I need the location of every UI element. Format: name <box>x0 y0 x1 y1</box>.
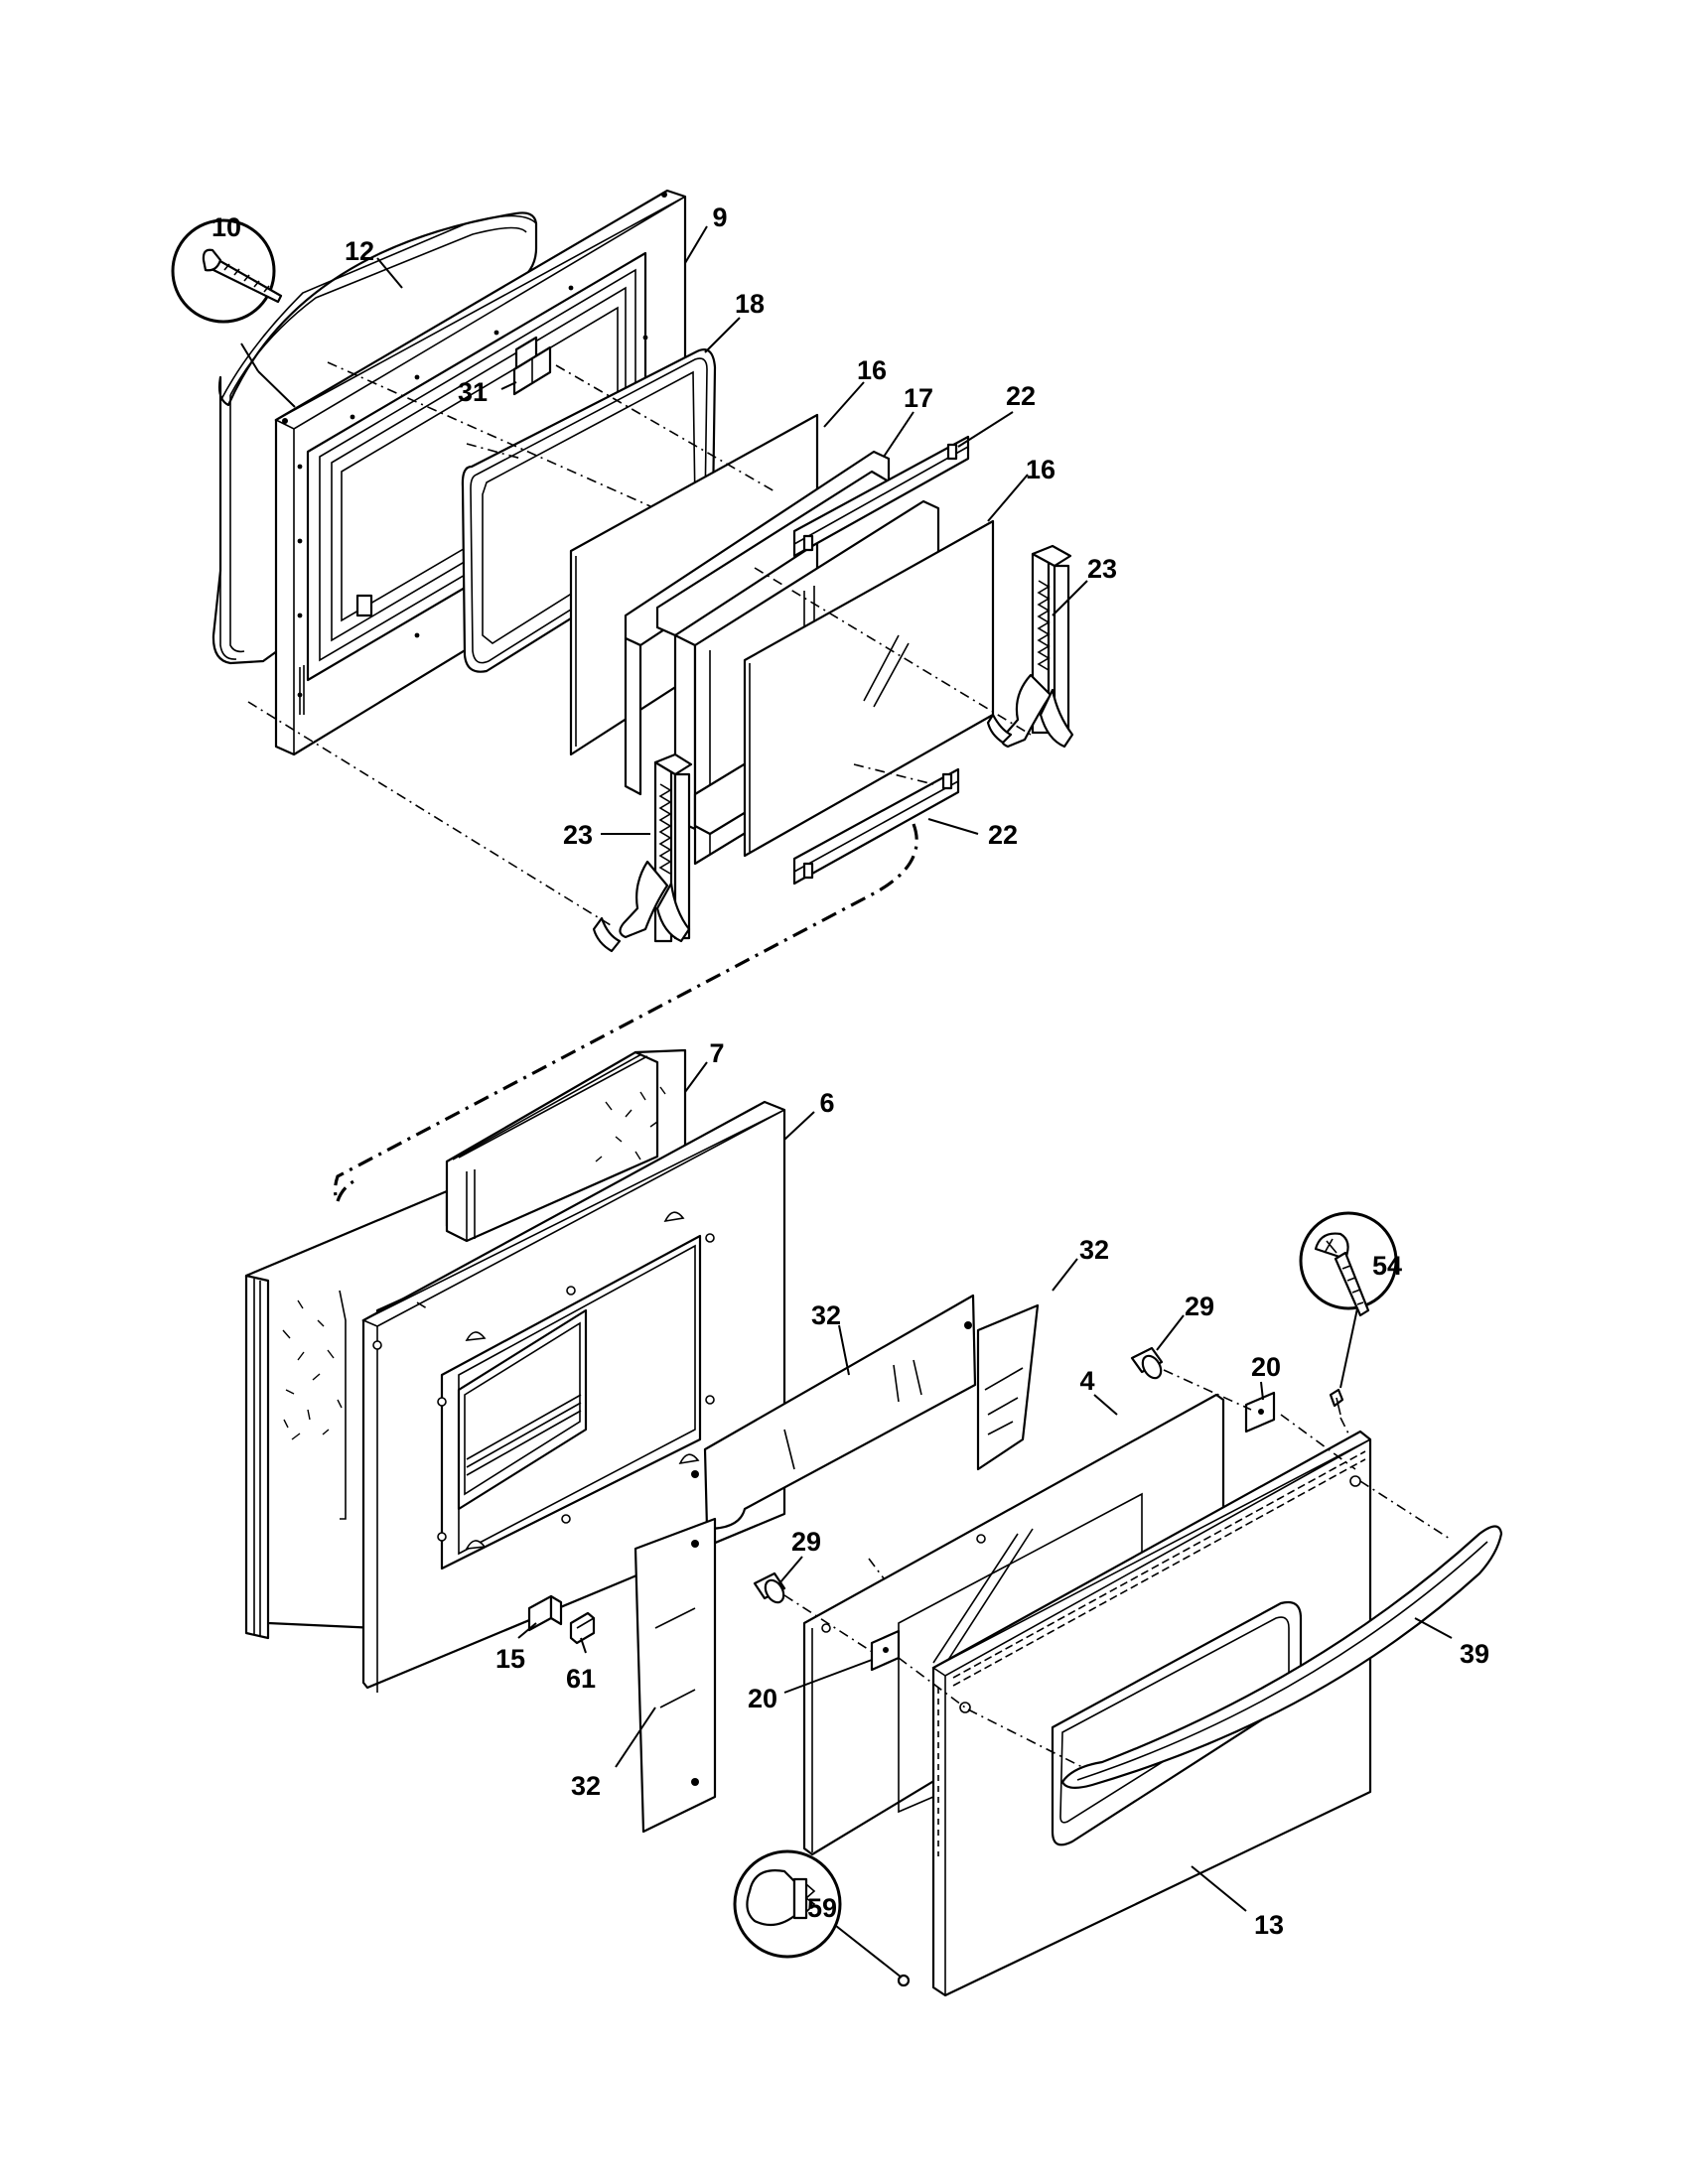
callout-16-upper-left: 16 <box>857 355 887 385</box>
part-39-handle <box>1060 1525 1503 1789</box>
callout-32-upper-left: 32 <box>811 1300 841 1330</box>
callout-17: 17 <box>904 383 933 413</box>
callout-9: 9 <box>712 203 727 232</box>
part-13-outer-door-panel <box>931 1430 1372 1997</box>
callout-23-right: 23 <box>1087 554 1117 584</box>
part-29-spacer-upper <box>1130 1346 1164 1380</box>
callout-20-lower: 20 <box>748 1684 777 1713</box>
callout-29-lower: 29 <box>791 1527 821 1557</box>
part-7-insulation <box>244 1048 687 1640</box>
part-23-hinge-right <box>986 544 1074 749</box>
callout-59: 59 <box>807 1893 837 1923</box>
callout-6: 6 <box>819 1088 834 1118</box>
part-22-glass-retainer-top <box>792 435 970 558</box>
part-32-insulation-strip-right <box>976 1303 1040 1471</box>
callout-23-left: 23 <box>563 820 593 850</box>
part-23-hinge-left <box>592 752 693 953</box>
callout-15: 15 <box>495 1644 525 1674</box>
part-29-spacer-lower <box>753 1571 786 1604</box>
callout-13: 13 <box>1254 1910 1284 1940</box>
callout-32-upper-right: 32 <box>1079 1235 1109 1265</box>
callout-18: 18 <box>735 289 765 319</box>
part-22-glass-retainer-bottom <box>792 767 960 886</box>
callout-39: 39 <box>1460 1639 1489 1669</box>
part-54-screw <box>1329 1388 1344 1416</box>
inset-10-screw <box>171 218 296 408</box>
frame-holes <box>372 1211 715 1550</box>
leader-lines <box>376 225 1453 1912</box>
callout-29-upper: 29 <box>1185 1292 1214 1321</box>
callout-54: 54 <box>1372 1251 1402 1281</box>
callout-labels: 10 12 9 18 31 16 17 22 16 23 23 22 7 6 3… <box>211 203 1489 1940</box>
upper-alignment-lines <box>247 361 1032 1202</box>
door-vent-slots <box>937 1450 1366 1856</box>
insulation-speckles <box>282 1086 666 1440</box>
callout-12: 12 <box>345 236 374 266</box>
part-61-bumper <box>569 1611 596 1645</box>
part-32-insulation-strip-left <box>633 1517 717 1834</box>
callout-22-lower: 22 <box>988 820 1018 850</box>
callout-10: 10 <box>211 212 241 242</box>
callout-61: 61 <box>566 1664 596 1694</box>
lower-alignment-lines <box>416 1301 1451 1768</box>
callout-16-upper-right: 16 <box>1026 455 1055 484</box>
callout-31: 31 <box>458 377 488 407</box>
callout-20-upper: 20 <box>1251 1352 1281 1382</box>
inset-59-plug <box>733 1849 903 1979</box>
part-31-bracket <box>512 345 552 396</box>
callout-32-lower: 32 <box>571 1771 601 1801</box>
part-20-glass-clip-upper <box>1244 1391 1276 1433</box>
callout-7: 7 <box>709 1038 724 1068</box>
callout-4: 4 <box>1079 1366 1094 1396</box>
inset-54-screw <box>1299 1211 1398 1389</box>
part-15-clip <box>527 1594 563 1632</box>
callout-22-upper: 22 <box>1006 381 1036 411</box>
